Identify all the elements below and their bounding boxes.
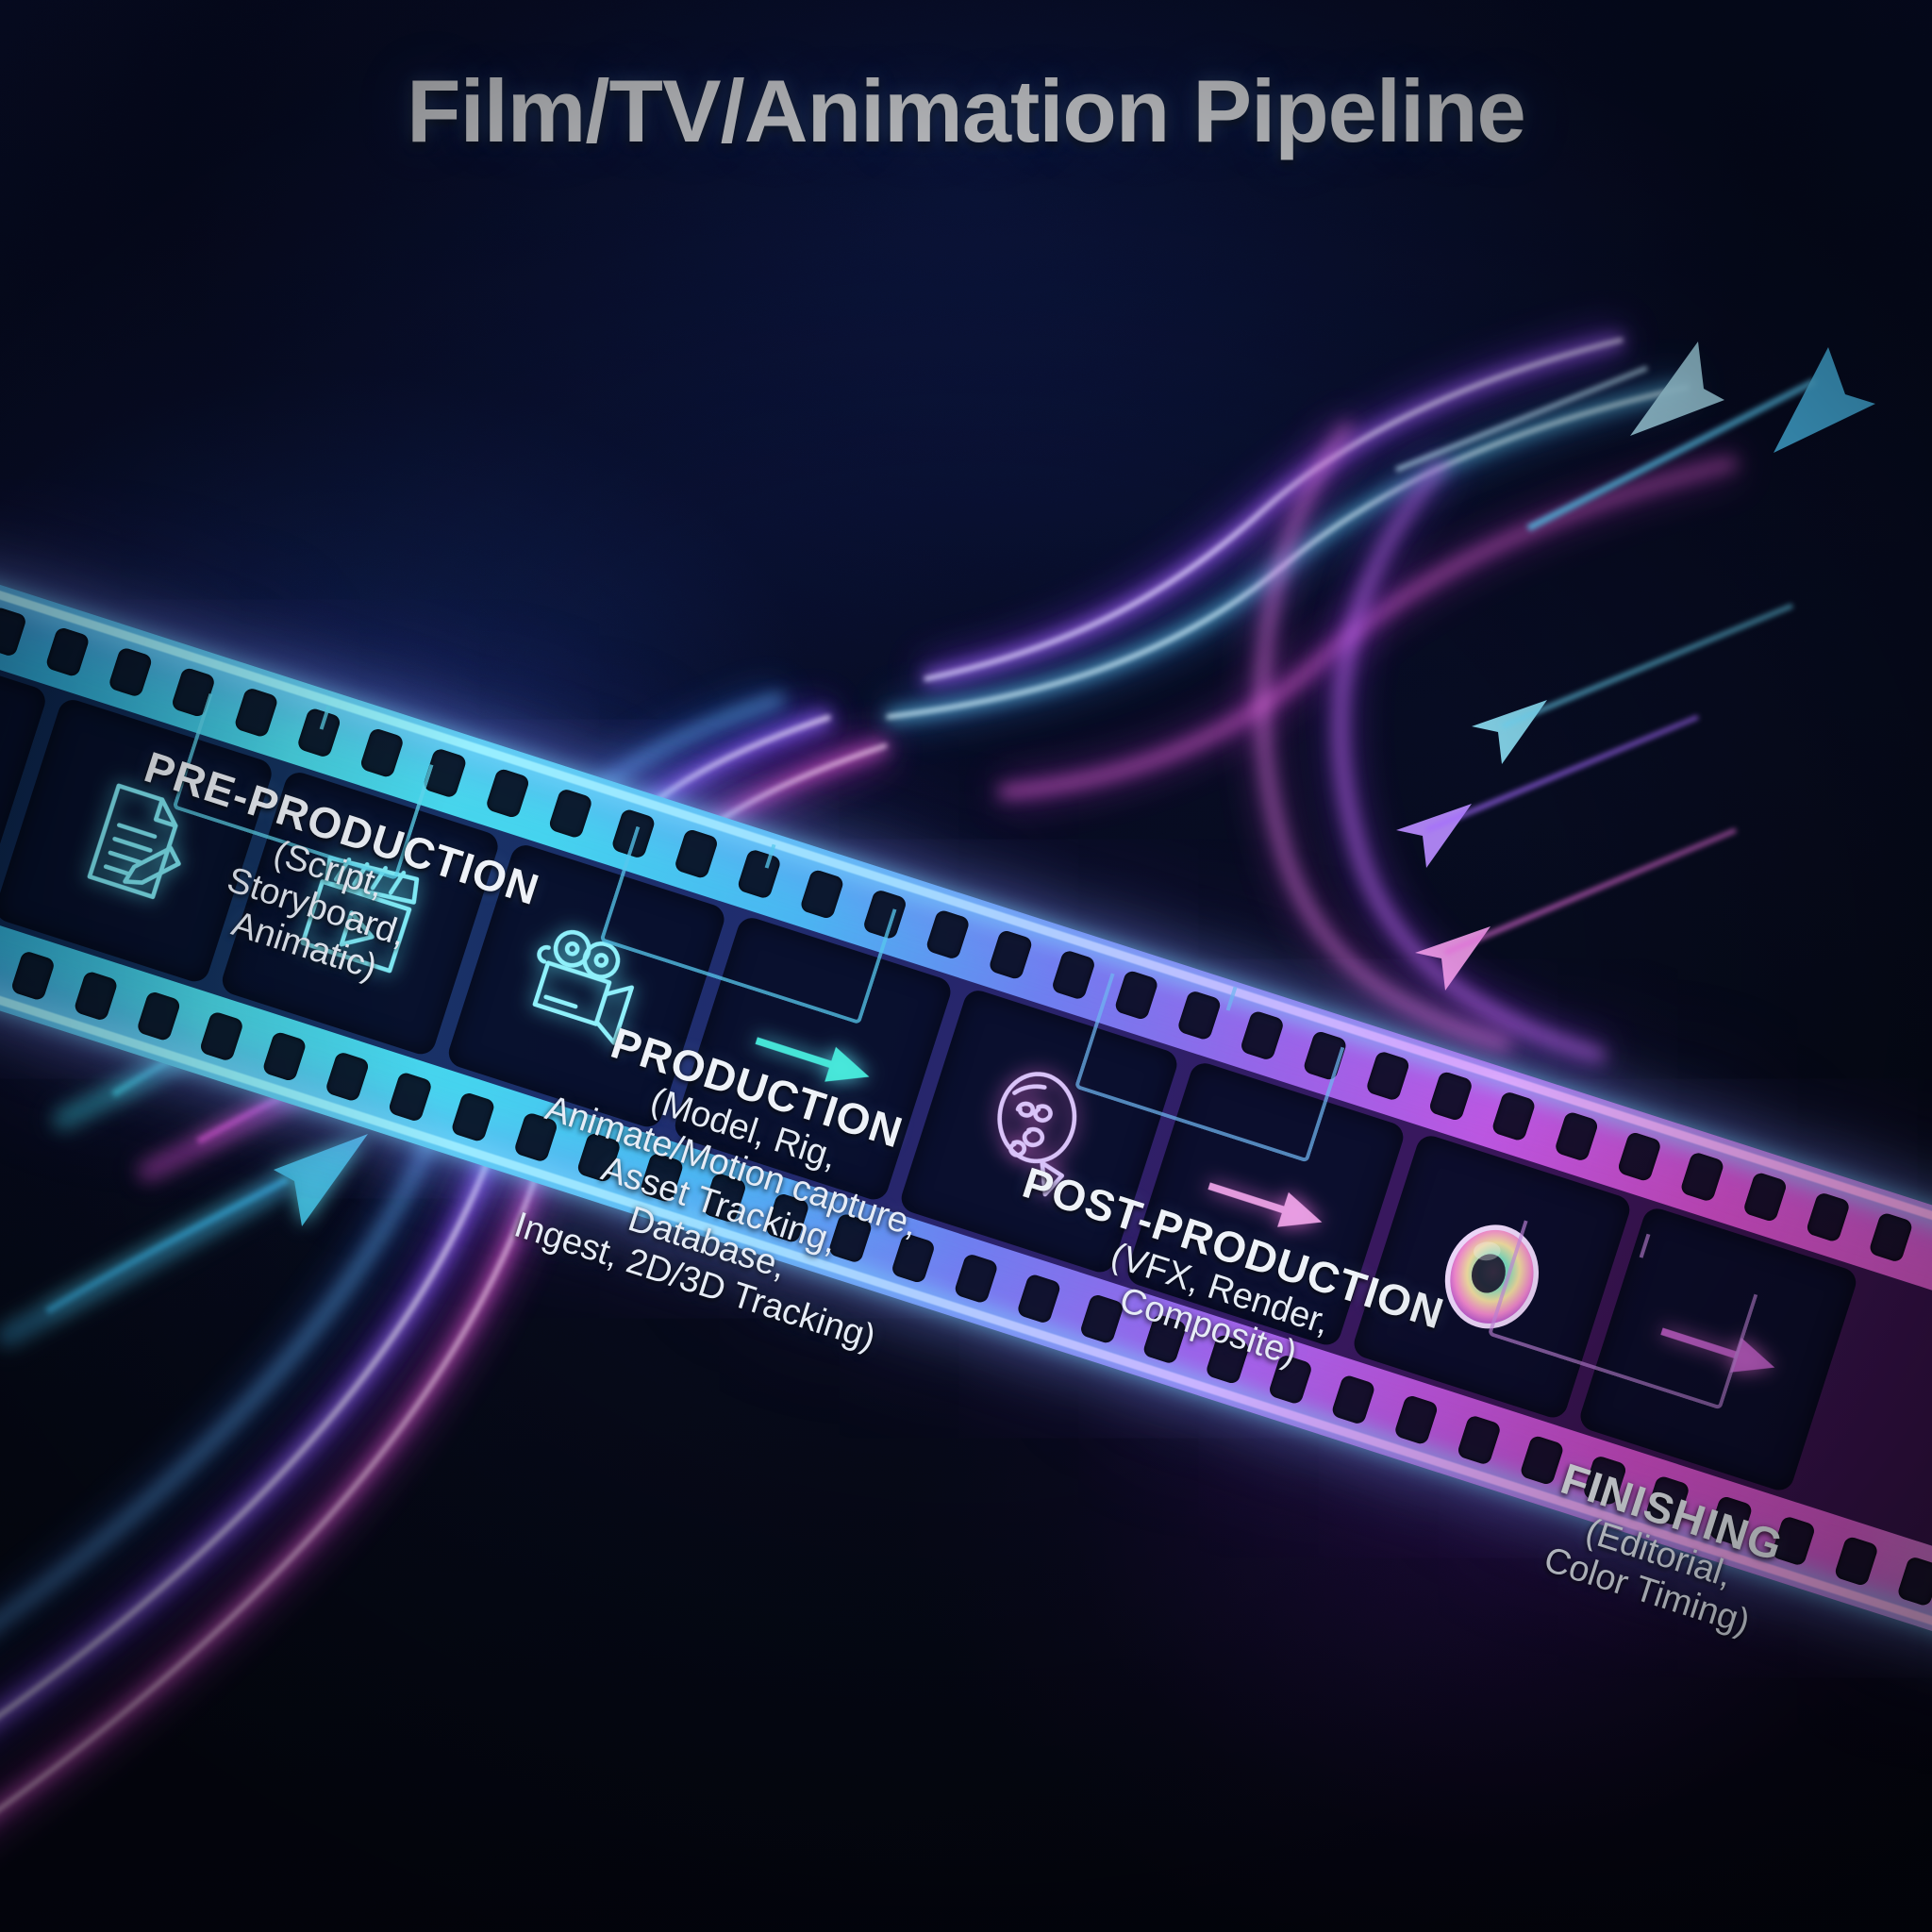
sprocket-hole: [827, 1212, 874, 1264]
sprocket-hole: [1741, 1171, 1789, 1224]
sprocket-hole: [1393, 1393, 1440, 1446]
sprocket-hole: [108, 646, 154, 698]
sprocket-hole: [890, 1232, 937, 1285]
vfx-swirl-icon: [997, 1072, 1077, 1197]
sprocket-hole: [1491, 1090, 1537, 1142]
inflow-arrow-magenta-down: [1415, 827, 1737, 991]
sprocket-hole: [547, 787, 593, 840]
sprocket-hole: [73, 970, 119, 1023]
sprocket-hole: [639, 1151, 685, 1204]
sprocket-hole: [673, 827, 720, 880]
sprocket-hole: [198, 1010, 245, 1062]
sprocket-hole: [1176, 989, 1223, 1041]
sprocket-hole: [1141, 1313, 1188, 1365]
arrow-right-icon: [755, 1037, 870, 1082]
inflow-arrow-cyan-down: [1472, 603, 1793, 764]
sprocket-hole: [1302, 1029, 1348, 1082]
sprocket-hole: [1267, 1353, 1314, 1406]
sprocket-hole: [233, 686, 279, 739]
sprocket-hole: [387, 1071, 433, 1124]
sprocket-hole: [861, 888, 908, 941]
sprocket-hole: [1365, 1050, 1411, 1102]
sprocket-hole: [1554, 1110, 1600, 1163]
sprocket-hole: [701, 1172, 748, 1224]
outflow-arrow-blue-up: [1526, 347, 1875, 532]
sprocket-hole: [1644, 1474, 1690, 1527]
sprocket-hole: [1770, 1515, 1817, 1567]
sprocket-hole: [799, 868, 845, 921]
sprocket-hole: [136, 990, 182, 1042]
sprocket-hole: [1868, 1211, 1914, 1264]
script-pencil-icon: [87, 783, 181, 900]
outflow-arrow-cyan-up: [1395, 341, 1724, 473]
sprocket-hole: [1805, 1191, 1851, 1243]
sprocket-hole: [170, 666, 217, 719]
sprocket-hole: [296, 707, 342, 759]
sprocket-hole: [512, 1111, 559, 1163]
sprocket-hole: [422, 747, 468, 799]
sprocket-hole: [450, 1091, 496, 1143]
arrow-right-icon: [1660, 1327, 1775, 1373]
film-strip: [0, 538, 1932, 1663]
clapperboard-icon: [300, 856, 420, 974]
inflow-arrow-blue: [0, 1134, 368, 1347]
sprocket-hole: [764, 1191, 810, 1244]
sprocket-hole: [575, 1131, 622, 1184]
sprocket-hole: [1113, 969, 1159, 1022]
movie-camera-icon: [532, 929, 635, 1045]
sprocket-hole: [1330, 1374, 1376, 1426]
sprocket-hole: [261, 1030, 308, 1083]
sprocket-hole: [924, 908, 971, 961]
sprocket-hole: [1239, 1009, 1286, 1062]
sprocket-hole: [1707, 1494, 1754, 1547]
sprocket-hole: [1581, 1454, 1628, 1507]
sprocket-hole: [1205, 1333, 1251, 1386]
sprocket-hole: [1427, 1070, 1474, 1123]
page-title: Film/TV/Animation Pipeline: [407, 61, 1526, 160]
sprocket-hole: [988, 928, 1034, 981]
sprocket-hole: [1016, 1273, 1062, 1325]
sprocket-hole: [484, 767, 531, 820]
sprocket-hole: [736, 848, 782, 900]
sprocket-hole: [0, 606, 28, 658]
sprocket-hole: [1456, 1414, 1503, 1466]
inflow-arrow-violet-down: [1396, 714, 1699, 868]
sprocket-hole: [358, 726, 406, 779]
sprocket-hole: [324, 1050, 371, 1103]
sprocket-hole: [9, 949, 57, 1002]
sprocket-hole: [44, 625, 91, 678]
sprocket-hole: [610, 808, 657, 860]
sprocket-hole: [1519, 1434, 1565, 1487]
color-wheel-icon: [1444, 1224, 1540, 1329]
sprocket-hole: [953, 1252, 999, 1305]
sprocket-hole: [1050, 949, 1097, 1001]
sprocket-hole: [1616, 1130, 1662, 1183]
sprocket-hole: [1833, 1535, 1879, 1588]
sprocket-hole: [1679, 1151, 1725, 1203]
sprocket-hole: [1078, 1292, 1125, 1345]
arrow-right-icon: [1208, 1182, 1323, 1227]
sprocket-hole: [1896, 1555, 1932, 1607]
